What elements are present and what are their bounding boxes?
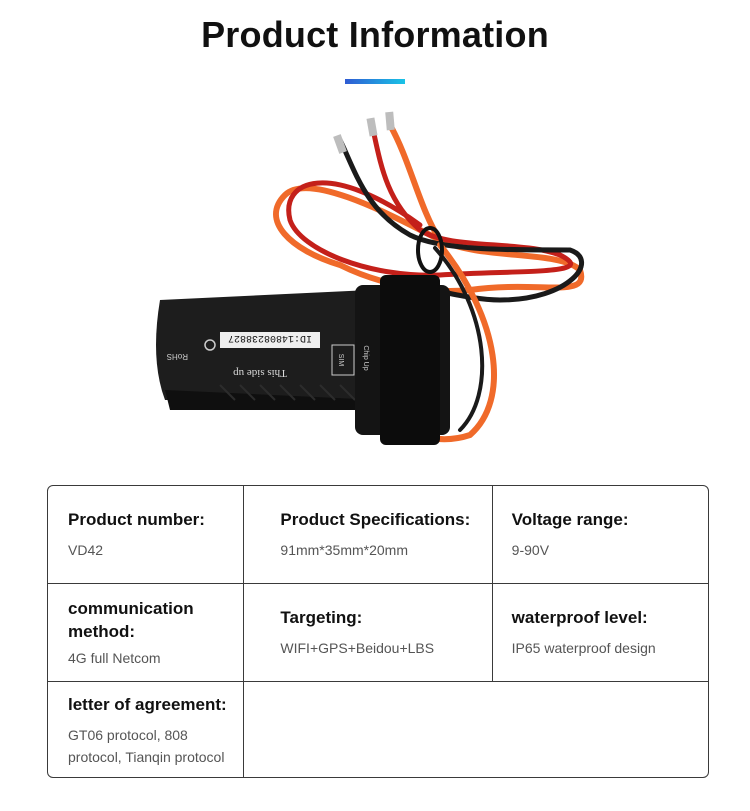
spec-label: communication method: (68, 598, 194, 641)
title-underline (345, 79, 405, 84)
spec-table: Product number: VD42 Product Specificati… (47, 485, 709, 778)
spec-value: VD42 (68, 542, 104, 558)
wire-red (286, 122, 574, 278)
wire-orange (273, 122, 585, 294)
spec-row: Product number: VD42 Product Specificati… (48, 486, 708, 584)
spec-label: letter of agreement: (68, 695, 227, 714)
spec-value: 4G full Netcom (68, 649, 161, 666)
product-image: ID:14808238827 This side up RoHS SIM Chi… (156, 111, 585, 445)
device-id-label: ID:14808238827 (228, 332, 312, 343)
spec-cell: Voltage range: 9-90V (493, 486, 708, 583)
spec-cell: waterproof level: IP65 waterproof design (493, 584, 708, 681)
spec-label: Product number: (68, 510, 205, 529)
wire-loop-black (433, 246, 485, 432)
spec-value: IP65 waterproof design (511, 640, 656, 656)
spec-cell-empty (244, 682, 708, 777)
chip-label: Chip Up (362, 345, 369, 370)
spec-label: Product Specifications: (280, 510, 471, 529)
sim-label: SIM (337, 354, 344, 367)
spec-value: GT06 protocol, 808 protocol, Tianqin pro… (68, 727, 225, 765)
spec-value: 91mm*35mm*20mm (280, 542, 408, 558)
spec-cell: communication method: 4G full Netcom (48, 584, 245, 681)
spec-row: letter of agreement: GT06 protocol, 808 … (48, 682, 708, 777)
spec-cell: Product number: VD42 (48, 486, 245, 583)
spec-label: Voltage range: (511, 510, 629, 529)
spec-cell: Targeting: WIFI+GPS+Beidou+LBS (244, 584, 493, 681)
spec-cell: letter of agreement: GT06 protocol, 808 … (48, 682, 245, 777)
spec-cell: Product Specifications: 91mm*35mm*20mm (244, 486, 493, 583)
spec-label: Targeting: (280, 608, 363, 627)
rohs-label: RoHS (167, 352, 188, 361)
spec-label: waterproof level: (511, 608, 648, 627)
spec-value: 9-90V (511, 542, 550, 558)
device-side-label: This side up (233, 367, 287, 379)
spec-row: communication method: 4G full Netcom Tar… (48, 584, 708, 682)
recycle-icon (204, 339, 216, 351)
page-title: Product Information (201, 14, 549, 55)
spec-value: WIFI+GPS+Beidou+LBS (280, 640, 435, 656)
